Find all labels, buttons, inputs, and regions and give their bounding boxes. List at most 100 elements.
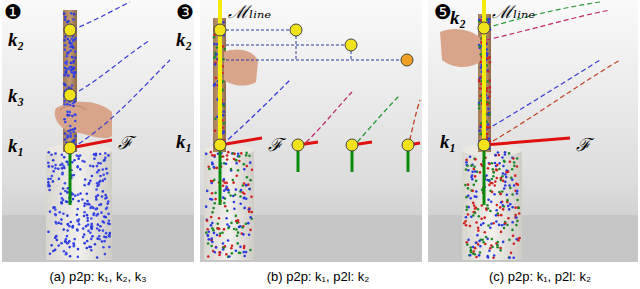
point-cloud-dot bbox=[207, 234, 210, 237]
point-cloud-dot bbox=[483, 231, 486, 234]
point-cloud-dot bbox=[495, 169, 498, 172]
point-cloud-dot bbox=[83, 242, 86, 245]
point-cloud-dot bbox=[480, 224, 483, 227]
point-cloud-dot bbox=[489, 91, 492, 94]
point-cloud-dot bbox=[500, 231, 503, 234]
point-cloud-dot bbox=[103, 240, 106, 243]
point-cloud-dot bbox=[222, 155, 225, 158]
point-cloud-dot bbox=[72, 130, 75, 133]
point-cloud-dot bbox=[489, 227, 492, 230]
point-cloud-dot bbox=[79, 192, 82, 195]
point-cloud-dot bbox=[225, 253, 228, 256]
point-cloud-dot bbox=[476, 234, 479, 237]
point-cloud-dot bbox=[516, 190, 519, 193]
point-cloud-dot bbox=[207, 255, 210, 258]
point-cloud-dot bbox=[57, 244, 60, 247]
point-cloud-dot bbox=[479, 171, 482, 174]
point-cloud-dot bbox=[487, 70, 490, 73]
point-cloud-dot bbox=[472, 250, 475, 253]
point-cloud-dot bbox=[493, 171, 496, 174]
point-cloud-dot bbox=[213, 167, 216, 170]
point-cloud-dot bbox=[205, 205, 208, 208]
point-cloud-dot bbox=[77, 256, 80, 259]
point-cloud-dot bbox=[487, 123, 490, 126]
keypoint-label: k₁ bbox=[176, 132, 192, 151]
point-cloud-dot bbox=[68, 111, 71, 114]
point-cloud-dot bbox=[246, 176, 249, 179]
point-cloud-dot bbox=[205, 219, 208, 222]
point-cloud-dot bbox=[493, 254, 496, 257]
point-cloud-dot bbox=[67, 74, 70, 77]
point-cloud-dot bbox=[71, 56, 74, 59]
point-cloud-dot bbox=[214, 129, 217, 132]
point-cloud-dot bbox=[235, 174, 238, 177]
point-cloud-dot bbox=[232, 181, 235, 184]
line-model-label: ℳₗᵢₙₑ bbox=[492, 3, 535, 21]
point-cloud-dot bbox=[92, 165, 95, 168]
point-cloud-dot bbox=[92, 207, 95, 210]
point-cloud-dot bbox=[475, 221, 478, 224]
point-cloud-dot bbox=[239, 245, 242, 248]
point-cloud-dot bbox=[472, 202, 475, 205]
point-cloud-dot bbox=[216, 234, 219, 237]
point-cloud-dot bbox=[206, 190, 209, 193]
point-cloud-dot bbox=[215, 246, 218, 249]
point-cloud-dot bbox=[95, 208, 98, 211]
point-cloud-dot bbox=[505, 171, 508, 174]
point-cloud-dot bbox=[207, 165, 210, 168]
point-cloud-dot bbox=[67, 38, 70, 41]
point-cloud-dot bbox=[72, 198, 75, 201]
point-cloud-dot bbox=[473, 157, 476, 160]
point-cloud-dot bbox=[69, 255, 72, 258]
point-cloud-dot bbox=[63, 156, 66, 159]
point-cloud-dot bbox=[62, 228, 65, 231]
point-cloud-dot bbox=[49, 177, 52, 180]
point-cloud-dot bbox=[249, 161, 252, 164]
point-cloud-dot bbox=[495, 177, 498, 180]
point-cloud-dot bbox=[499, 247, 502, 250]
point-cloud-dot bbox=[497, 151, 500, 154]
point-cloud-dot bbox=[101, 240, 104, 243]
point-cloud-dot bbox=[211, 227, 214, 230]
point-cloud-dot bbox=[516, 220, 519, 223]
keypoint-label: k₁ bbox=[8, 136, 24, 155]
point-cloud-dot bbox=[63, 74, 66, 77]
frame-label: ℱ bbox=[576, 136, 591, 154]
point-cloud-dot bbox=[214, 198, 217, 201]
point-cloud-dot bbox=[223, 246, 226, 249]
point-cloud-dot bbox=[509, 187, 512, 190]
point-cloud-dot bbox=[222, 196, 225, 199]
point-cloud-dot bbox=[64, 240, 67, 243]
point-cloud-dot bbox=[503, 161, 506, 164]
point-cloud-dot bbox=[76, 208, 79, 211]
point-cloud-dot bbox=[99, 180, 102, 183]
point-cloud-dot bbox=[513, 243, 516, 246]
point-cloud-dot bbox=[230, 168, 233, 171]
point-cloud-dot bbox=[225, 217, 228, 220]
point-cloud-dot bbox=[471, 178, 474, 181]
point-cloud-dot bbox=[104, 197, 107, 200]
point-cloud-dot bbox=[208, 231, 211, 234]
point-cloud-dot bbox=[501, 156, 504, 159]
point-cloud-dot bbox=[491, 162, 494, 165]
point-cloud-dot bbox=[494, 154, 497, 157]
point-cloud-dot bbox=[68, 246, 71, 249]
point-cloud-dot bbox=[74, 114, 77, 117]
point-cloud-dot bbox=[245, 197, 248, 200]
point-cloud-dot bbox=[491, 238, 494, 241]
point-cloud-dot bbox=[479, 99, 482, 102]
point-cloud-dot bbox=[53, 206, 56, 209]
point-cloud-dot bbox=[63, 39, 66, 42]
point-cloud-dot bbox=[213, 84, 216, 87]
point-cloud-dot bbox=[502, 165, 505, 168]
point-cloud-dot bbox=[492, 175, 495, 178]
point-cloud-dot bbox=[67, 74, 70, 77]
point-cloud-dot bbox=[516, 192, 519, 195]
point-cloud-dot bbox=[469, 254, 472, 257]
point-cloud-dot bbox=[91, 235, 94, 238]
point-cloud-dot bbox=[105, 208, 108, 211]
point-cloud-dot bbox=[74, 57, 77, 60]
point-cloud-dot bbox=[245, 154, 248, 157]
point-cloud-dot bbox=[516, 157, 519, 160]
point-cloud-dot bbox=[73, 159, 76, 162]
